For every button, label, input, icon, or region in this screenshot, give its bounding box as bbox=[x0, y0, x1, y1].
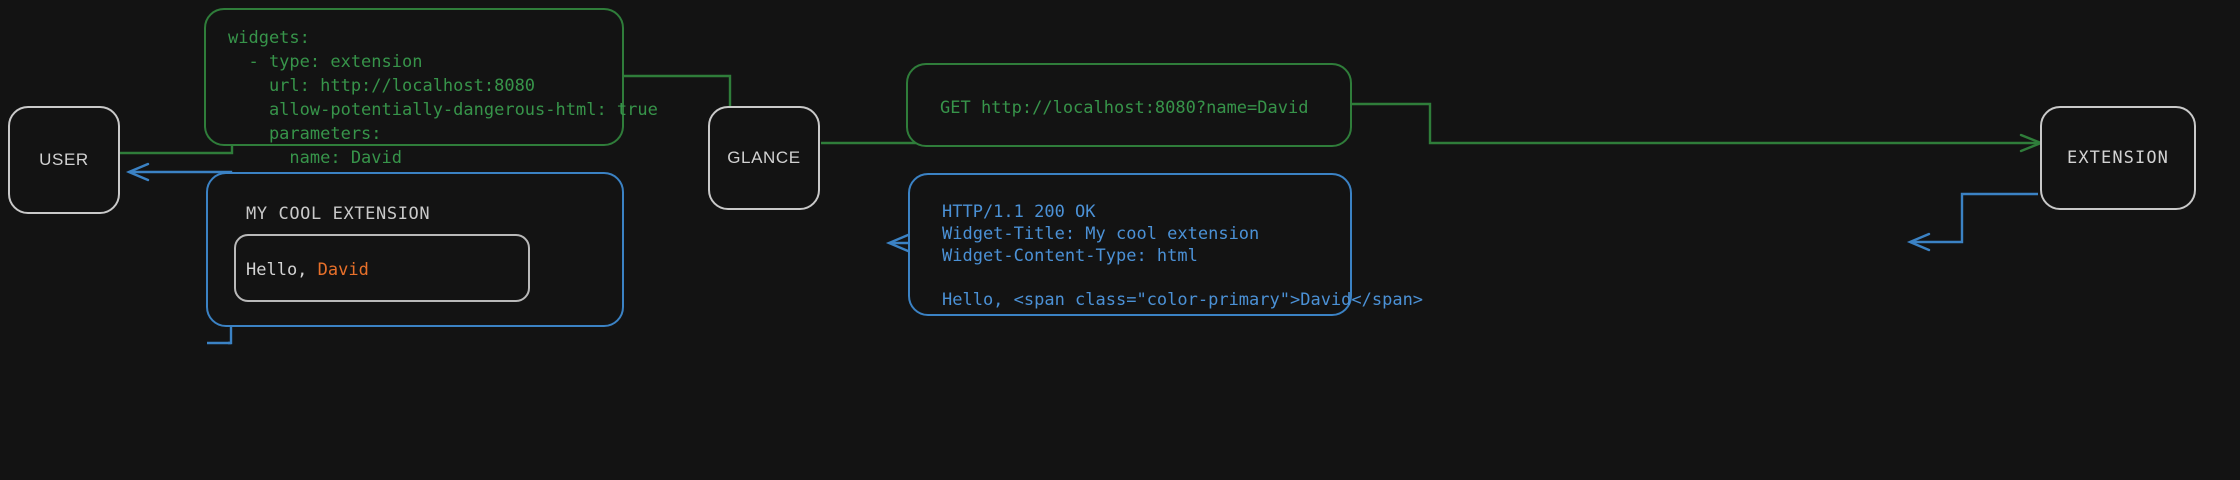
edge-extension-to-response bbox=[1906, 192, 2038, 252]
node-user-label: USER bbox=[39, 150, 89, 169]
http-response-line-5: Hello, <span class="color-primary">David… bbox=[942, 290, 1424, 310]
message-http-response: HTTP/1.1 200 OK Widget-Title: My cool ex… bbox=[908, 173, 1423, 316]
rendered-widget-header: MY COOL EXTENSION bbox=[246, 204, 431, 224]
http-response-line-3: Widget-Content-Type: html bbox=[942, 246, 1198, 266]
config-yaml-line-3: url: http://localhost:8080 bbox=[228, 76, 536, 96]
edge-request-to-extension bbox=[1351, 102, 2045, 153]
http-request-line-1: GET http://localhost:8080?name=David bbox=[940, 98, 1309, 118]
message-config-yaml: widgets: - type: extension url: http://l… bbox=[204, 8, 658, 168]
config-yaml-line-4: allow-potentially-dangerous-html: true bbox=[228, 100, 658, 120]
node-glance-label: GLANCE bbox=[727, 148, 801, 167]
config-yaml-line-1: widgets: bbox=[228, 28, 310, 48]
node-extension-label: EXTENSION bbox=[2066, 148, 2169, 168]
config-yaml-line-5: parameters: bbox=[228, 124, 382, 144]
message-http-request: GET http://localhost:8080?name=David bbox=[906, 63, 1352, 147]
rendered-widget-greeting: Hello, bbox=[246, 260, 318, 280]
node-glance[interactable]: GLANCE bbox=[708, 106, 820, 210]
http-response-line-2: Widget-Title: My cool extension bbox=[942, 224, 1260, 244]
node-user[interactable]: USER bbox=[8, 106, 120, 214]
rendered-widget-body-text: Hello, David bbox=[246, 260, 369, 280]
message-rendered-widget: MY COOL EXTENSION Hello, David bbox=[206, 172, 624, 327]
config-yaml-line-2: - type: extension bbox=[228, 52, 423, 72]
rendered-widget-name: David bbox=[317, 260, 369, 280]
http-response-line-1: HTTP/1.1 200 OK bbox=[942, 202, 1096, 222]
node-extension[interactable]: EXTENSION bbox=[2040, 106, 2196, 210]
config-yaml-line-6: name: David bbox=[228, 148, 402, 168]
rendered-widget-body-card bbox=[234, 234, 530, 302]
